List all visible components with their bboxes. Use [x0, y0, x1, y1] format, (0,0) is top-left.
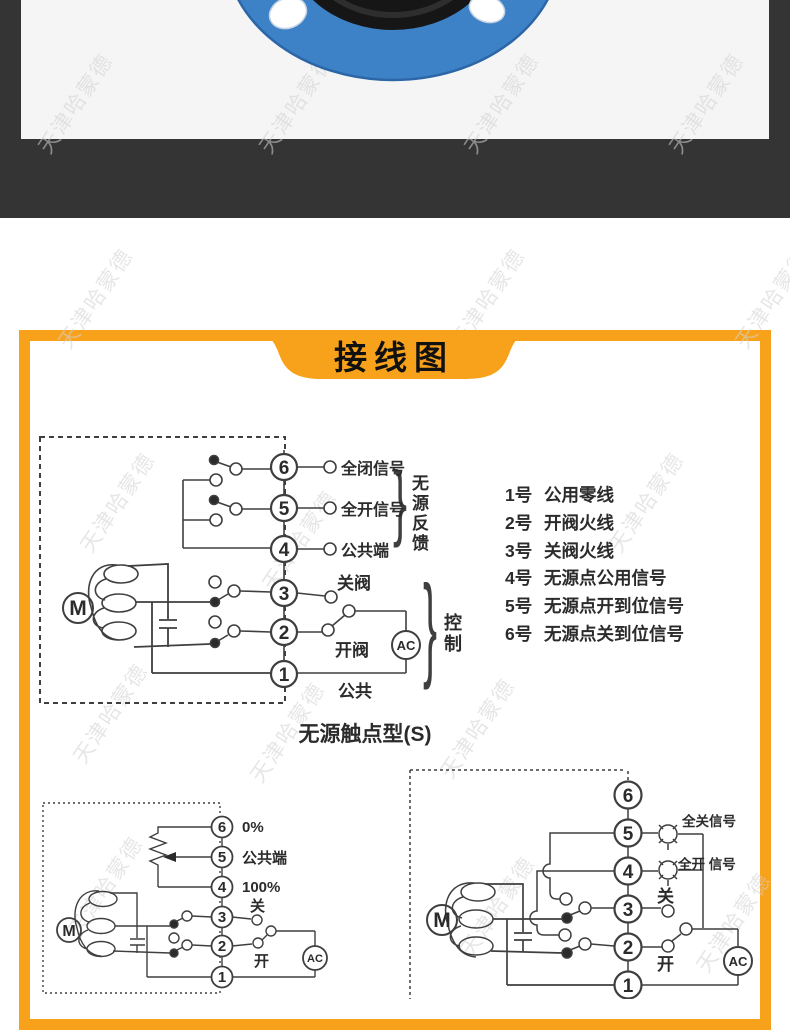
feedback-group-label: 无源反馈 — [409, 474, 428, 554]
wiring-diagram-panel — [19, 330, 771, 1030]
dark-divider-band — [0, 139, 790, 218]
control-group-label: 控制 — [442, 613, 462, 655]
photo-left-margin — [0, 0, 21, 139]
product-photo-background — [21, 0, 769, 139]
photo-right-margin — [769, 0, 790, 139]
